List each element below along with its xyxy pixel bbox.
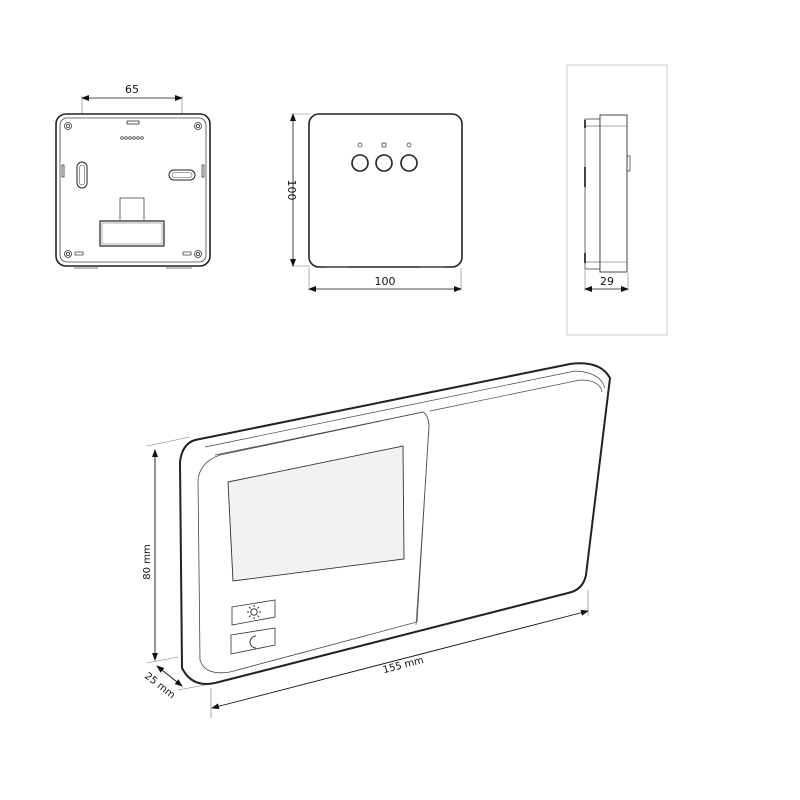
display-screen bbox=[227, 445, 405, 582]
isometric-view: 80 mm 25 mm 155 mm bbox=[142, 362, 612, 718]
back-view: 65 bbox=[55, 83, 211, 269]
iso-height-dimension: 80 mm bbox=[142, 436, 191, 664]
back-dimension-label: 65 bbox=[125, 83, 139, 96]
front-button-2 bbox=[375, 154, 393, 172]
screw-icon bbox=[64, 122, 202, 258]
iso-height-label: 80 mm bbox=[142, 544, 153, 579]
front-height-dimension: 100 bbox=[285, 113, 310, 267]
side-depth-label: 29 bbox=[600, 275, 614, 288]
front-button-3 bbox=[400, 154, 418, 172]
front-width-dimension: 100 bbox=[308, 268, 462, 292]
indicator-led bbox=[357, 142, 412, 148]
side-view: 29 bbox=[566, 64, 668, 336]
front-width-label: 100 bbox=[375, 275, 396, 288]
iso-depth-label: 25 mm bbox=[142, 671, 177, 701]
side-depth-dimension: 29 bbox=[584, 270, 629, 292]
front-view: 100 100 bbox=[285, 113, 463, 292]
dot-row bbox=[120, 136, 144, 140]
front-height-label: 100 bbox=[285, 180, 298, 201]
front-button-1 bbox=[351, 154, 369, 172]
